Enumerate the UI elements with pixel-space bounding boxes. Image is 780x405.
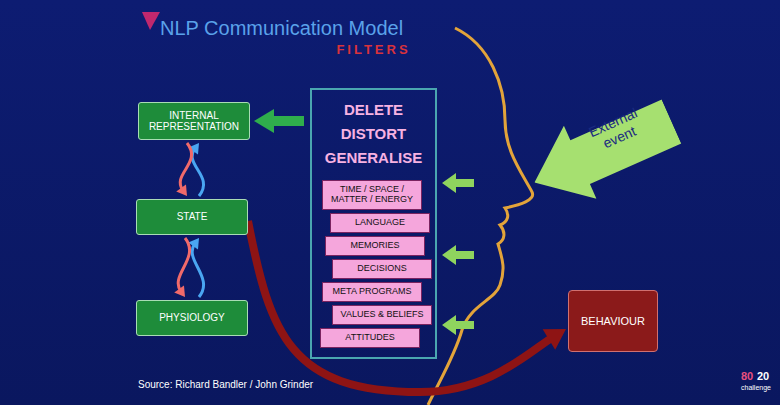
connector-line [192,244,203,297]
box-label: TIME / SPACE / MATTER / ENERGY [326,185,418,205]
box-label: VALUES & BELIEFS [336,310,428,320]
event-arrow: External event [518,85,688,219]
box-label: ATTITUDES [324,333,416,343]
filter-item: DECISIONS [332,259,432,279]
box-label: STATE [177,211,208,223]
box-label: DECISIONS [336,264,428,274]
connector [176,143,191,196]
arrow-head [174,285,185,297]
arrow-head [254,109,274,133]
box-text: ATTITUDES [324,333,416,343]
filter-operation: GENERALISE [312,146,435,170]
connector-line [248,221,554,392]
corner-mark [142,12,160,30]
arrow-shape [518,85,688,219]
logo-text: challenge [741,384,771,391]
process-box: PHYSIOLOGY [136,300,248,336]
filter-box: FILTERSDELETEDISTORTGENERALISETIME / SPA… [310,88,437,359]
box-text: TIME / SPACE / MATTER / ENERGY [326,185,418,205]
arrow-head [176,184,187,196]
source-note: Source: Richard Bandler / John Grinder [138,379,313,390]
connector-line [178,238,189,291]
behaviour-box: BEHAVIOUR [568,290,658,352]
connector [174,238,189,297]
filter-item: MEMORIES [325,236,425,256]
filter-item: META PROGRAMS [322,282,422,302]
box-text: VALUES & BELIEFS [336,310,428,320]
filter-operations: DELETEDISTORTGENERALISE [312,90,435,170]
connector-line [180,143,191,190]
box-text: STATE [177,211,208,223]
filter-item: VALUES & BELIEFS [332,305,432,325]
arrow-head [543,329,566,350]
slide-title: NLP Communication Model [160,17,403,40]
filter-item: LANGUAGE [330,213,430,233]
filter-item: TIME / SPACE / MATTER / ENERGY [322,180,422,210]
box-text: MEMORIES [329,241,421,251]
filter-operation: DISTORT [312,122,435,146]
box-label: BEHAVIOUR [581,315,645,327]
head-profile [428,28,533,405]
box-text: META PROGRAMS [326,287,418,297]
process-box: INTERNAL REPRESENTATION [138,102,250,140]
box-label: INTERNAL REPRESENTATION [145,110,243,133]
box-label: PHYSIOLOGY [159,312,225,324]
connector [254,109,304,133]
filter-operation: DELETE [312,98,435,122]
connector-line [192,149,203,196]
box-label: META PROGRAMS [326,287,418,297]
box-text: DECISIONS [336,264,428,274]
box-label: MEMORIES [329,241,421,251]
box-text: PHYSIOLOGY [159,312,225,324]
filter-heading: FILTERS [292,42,455,57]
filter-item: ATTITUDES [320,328,420,348]
connector [248,221,566,392]
logo-text: 20 [757,370,769,382]
box-label: LANGUAGE [334,218,426,228]
box-text: LANGUAGE [334,218,426,228]
input-arrows [442,173,474,335]
box-text: INTERNAL REPRESENTATION [145,110,243,133]
logo-text: 80 [741,370,753,382]
arrow-outline [518,85,688,219]
box-text: BEHAVIOUR [581,315,645,327]
process-box: STATE [136,199,248,235]
